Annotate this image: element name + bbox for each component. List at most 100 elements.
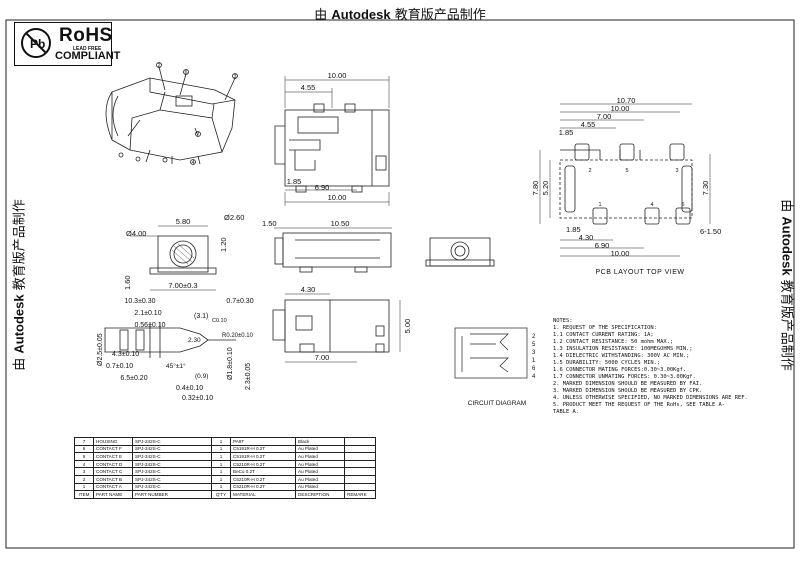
side-view [274,232,392,273]
circuit-pin-5: 5 [532,342,536,348]
watermark-top: 由 Autodesk 教育版产品制作 [314,7,486,23]
plug-dim-8: 2.30 [188,337,201,344]
plug-dim-7: R0.20±0.10 [222,333,254,339]
bom-cell: Au Plated [295,459,345,469]
bom-header: ITEM [74,490,94,499]
bom-header: PART NAME [93,490,133,499]
rohs-label: COMPLIANT [55,50,121,62]
bom-cell: 1 [211,452,231,461]
top-view [274,103,390,193]
circuit-pin-4: 4 [532,374,536,380]
note-line: 2. MARKED DIMENSION SHOULD BE MEASURED B… [553,381,703,387]
bom-cell: 1 [211,482,231,492]
bom-cell: C5210R-H 0.2T [230,474,296,484]
pcb-dim-690: 6.90 [595,241,610,250]
note-line: 5. PRODUCT MEET THE REQUEST OF THE RoHs,… [553,402,726,408]
bom-cell: Au Plated [295,452,345,461]
bom-cell: Au Plated [295,482,345,492]
pcb-pin-4: 4 [650,202,653,208]
note-line: 4. UNLESS OTHERWISE SPECIFIED, NO MARKED… [553,395,748,401]
bom-cell: 1 [211,444,231,454]
plug-dim-9: Ø2.5±0.05 [97,333,104,366]
bom-cell: 2 [74,474,94,484]
note-line: 1.2 CONTACT RESISTANCE: 50 mohm MAX.; [553,339,674,345]
bom-cell: 1 [211,474,231,484]
top-dim-690: 6.90 [315,183,330,192]
plug-dim-12: 6.5±0.20 [120,375,147,382]
pcb-dims [539,103,711,257]
sheet-border [5,19,795,549]
top-dim-455: 4.55 [301,83,316,92]
bom-cell: SPJ-242S-C [132,452,212,461]
bottom-view-dims [285,293,401,363]
note-line: 1.5 DURABILITY: 5000 CYCLES MIN.; [553,360,661,366]
plug-dim-6: C0.10 [212,318,227,324]
bom-cell: 6 [74,444,94,454]
bom-header: PART NUMBER [132,490,212,499]
pcb-dim-455: 4.55 [581,120,596,129]
pcb-dim-700: 7.00 [597,112,612,121]
circuit-title: CIRCUIT DIAGRAM [468,400,526,407]
pcb-pin-3: 3 [675,168,678,174]
note-line: 1.4 DIELECTRIC WITHSTANDING: 300V AC MIN… [553,353,690,359]
bom-cell: SPJ-242S-C [132,459,212,469]
bom-cell [344,482,376,492]
bom-cell: SPJ-242S-C [132,467,212,476]
top-dim-10a: 10.00 [328,71,347,80]
plug-dim-10: 4.3±0.10 [112,351,139,358]
bom-cell [344,474,376,484]
circuit-pin-6: 6 [532,366,536,372]
plug-dim-11: 0.7±0.10 [106,363,133,370]
bom-cell: C5210R-H 0.2T [230,459,296,469]
bom-header: Q'TY [211,490,231,499]
pcb-layout [559,143,693,225]
bom-cell: 7 [74,437,94,446]
bom-header: DESCRIPTION [295,490,345,499]
note-line: 1.6 CONNECTOR MATING FORCES:0.30~3.00Kgf… [553,367,687,373]
front-dim-phi260: Ø2.60 [224,213,244,222]
bom-cell [344,467,376,476]
pcb-pin-5: 5 [625,168,628,174]
table-row: 1 CONTACT A SPJ-242S-C 1 C5210R-H 0.2T A… [74,482,376,492]
bom-cell [344,444,376,454]
plug-dim-1: 10.3±0.30 [124,298,155,305]
pcb-dim-730: 7.30 [701,181,710,196]
note-line: TABLE A. [553,409,579,415]
pcb-dim-780: 7.80 [531,181,540,196]
bom-cell: SPJ-242S-C [132,444,212,454]
bom-cell: SPJ-242S-C [132,474,212,484]
table-row: 3 CONTACT C SPJ-242S-C 1 BeCu 0.2T Au Pl… [74,467,376,476]
plug-dim-16: 0.32±0.10 [182,395,213,402]
bom-cell: C5191R-H 0.2T [230,444,296,454]
pcb-dim-185: 1.85 [559,128,574,137]
bom-table: 7 HOUSING SPJ-242S-C 1 PA9T Black 6 CONT… [74,437,376,499]
plug-dim-5: 0.56±0.10 [134,322,165,329]
table-row: 6 CONTACT F SPJ-242S-C 1 C5191R-H 0.2T A… [74,444,376,454]
table-row: 2 CONTACT B SPJ-242S-C 1 C5210R-H 0.2T A… [74,474,376,484]
plug-dim-2: 0.7±0.30 [226,298,253,305]
bom-cell: Au Plated [295,444,345,454]
rohs-badge: Pb RoHS LEAD FREE COMPLIANT [14,22,120,66]
callout-labels: 6 2 3 4 7 [157,63,236,166]
plug-dim-13: 45°±1° [166,362,186,370]
pcb-pin-1: 1 [598,202,601,208]
pcb-title: PCB LAYOUT TOP VIEW [596,269,685,276]
rohs-title: RoHS [59,25,113,46]
bom-cell [344,437,376,446]
note-line: 1.3 INSULATION RESISTANCE: 100MEGOHMS MI… [553,346,693,352]
front-view-dims [130,225,216,291]
front-view [149,235,217,275]
pcb-dim-185b: 1.85 [566,225,581,234]
bom-cell: 1 [211,459,231,469]
table-row: 4 CONTACT D SPJ-242S-C 1 C5210R-H 0.2T A… [74,459,376,469]
circuit-pin-1: 1 [532,358,536,364]
bom-cell: CONTACT C [93,467,133,476]
pcb-dim-6150: 6-1.50 [700,227,721,236]
note-line: 1.7 CONNECTOR UNMATING FORCES: 0.30~3.00… [553,374,696,380]
bom-cell: BeCu 0.2T [230,467,296,476]
pb-free-icon: Pb [21,28,51,58]
notes-block: NOTES: 1. REQUEST OF THE SPECIFICATION: … [553,318,748,416]
pcb-dim-430: 4.30 [579,233,594,242]
circuit-diagram [454,327,528,379]
